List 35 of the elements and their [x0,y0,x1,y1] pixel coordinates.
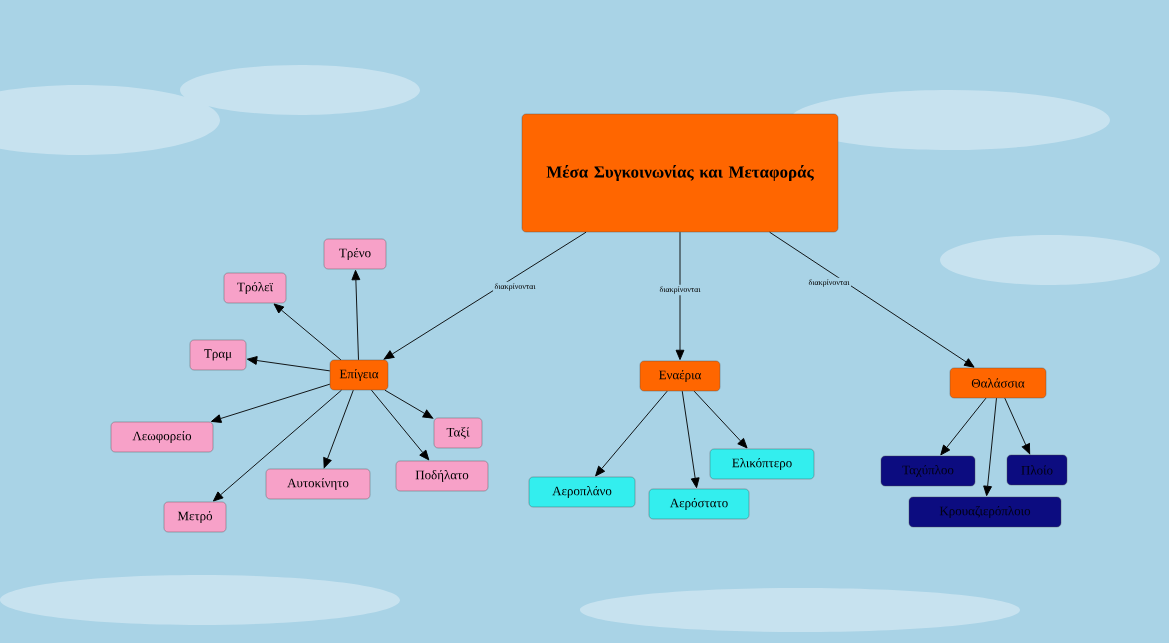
arrow [983,397,997,497]
main-concept-box: Μέσα Συγκοινωνίας και Μεταφοράς [521,113,839,233]
arrow [273,303,342,361]
concept-box: Αεροπλάνο [528,476,636,508]
arrow [1004,397,1031,455]
concept-box: Τρένο [323,238,387,270]
arrow [693,390,748,449]
arrow [595,390,668,477]
arrow [323,389,354,469]
category-box: Εναέρια [639,360,721,392]
arrow [681,390,700,489]
concept-box: Ταξί [433,417,483,449]
arrow [371,389,430,461]
concept-box: Λεωφορείο [110,421,214,453]
arrow [213,389,342,502]
arrow [384,389,434,419]
concept-box: Ταχύπλοο [880,455,976,487]
category-box: Επίγεια [329,359,389,391]
category-box: Θαλάσσια [949,367,1047,399]
concept-box: Μετρό [163,501,227,533]
arrow [211,383,331,423]
concept-box: Ελικόπτερο [709,448,815,480]
concept-box: Αερόστατο [648,488,750,520]
concept-box: Ποδήλατο [395,460,489,492]
concept-box: Τραμ [189,339,247,371]
arrow [769,231,975,368]
concept-box: Πλοίο [1006,454,1068,486]
arrow [383,231,587,360]
arrow [940,397,987,456]
concept-box: Τρόλεϊ [223,272,287,304]
arrow [246,356,331,372]
concept-box: Κρουαζιερόπλοιο [908,496,1062,528]
concept-box: Αυτοκίνητο [265,468,371,500]
arrow [675,231,685,361]
arrow [351,269,361,361]
